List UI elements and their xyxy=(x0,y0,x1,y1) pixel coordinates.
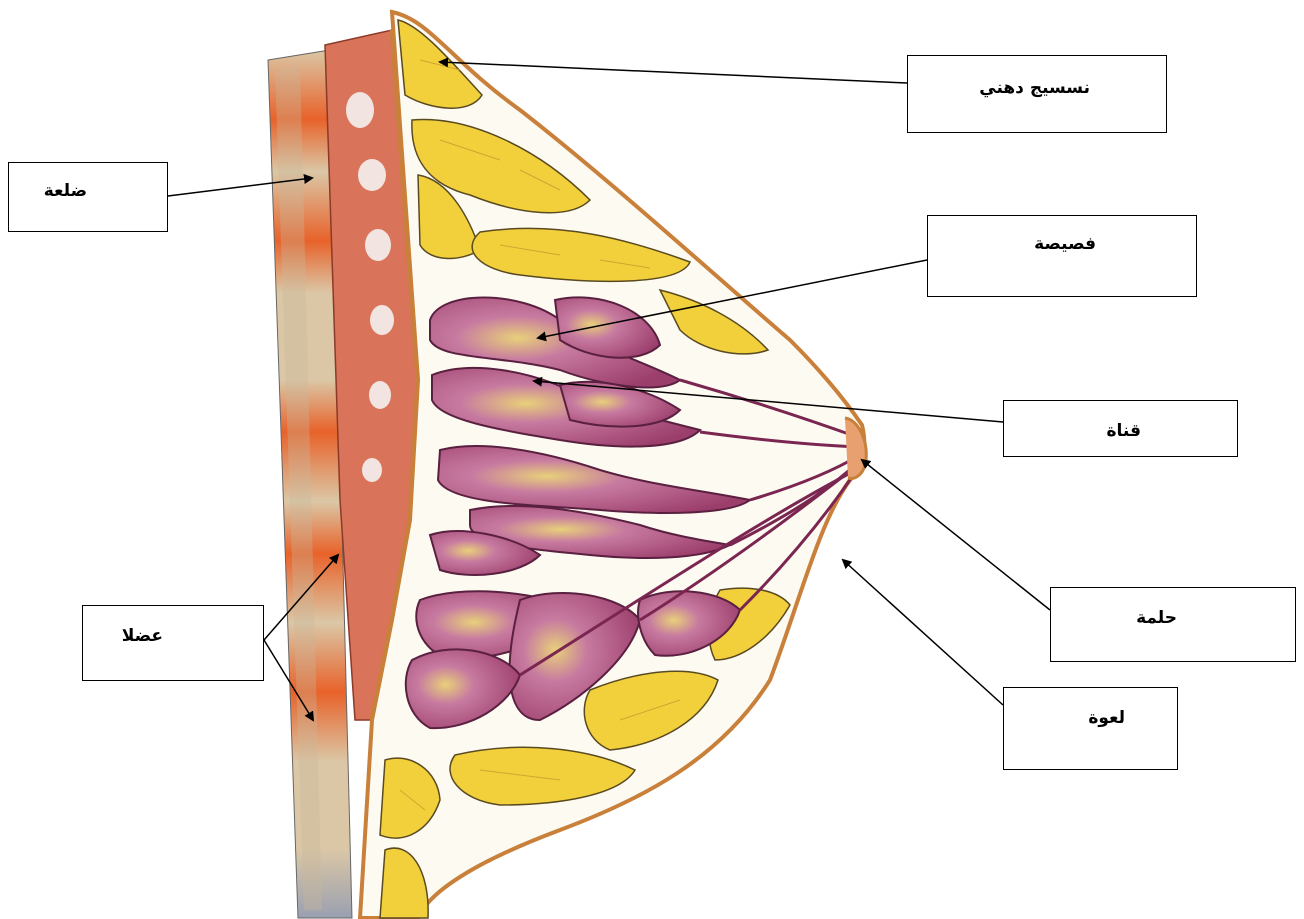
label-rib: ضلعة xyxy=(44,181,87,201)
label-box-muscles: عضلا xyxy=(82,605,264,681)
label-box-nipple: حلمة xyxy=(1050,587,1296,662)
label-box-lobule: فصيصة xyxy=(927,215,1197,297)
label-duct: قناة xyxy=(1107,421,1142,441)
label-nipple: حلمة xyxy=(1136,608,1177,628)
label-box-rib: ضلعة xyxy=(8,162,168,232)
arrow-nipple xyxy=(862,460,1050,610)
label-fatty-tissue: نسسيج دهني xyxy=(979,78,1090,98)
label-box-areola: لعوة xyxy=(1003,687,1178,770)
arrow-fatty-tissue xyxy=(440,62,907,83)
arrow-areola xyxy=(843,560,1003,705)
label-lobule: فصيصة xyxy=(1034,234,1096,254)
label-areola: لعوة xyxy=(1088,708,1125,728)
label-muscles: عضلا xyxy=(122,626,163,646)
label-box-duct: قناة xyxy=(1003,400,1238,457)
label-box-fatty-tissue: نسسيج دهني xyxy=(907,55,1167,133)
